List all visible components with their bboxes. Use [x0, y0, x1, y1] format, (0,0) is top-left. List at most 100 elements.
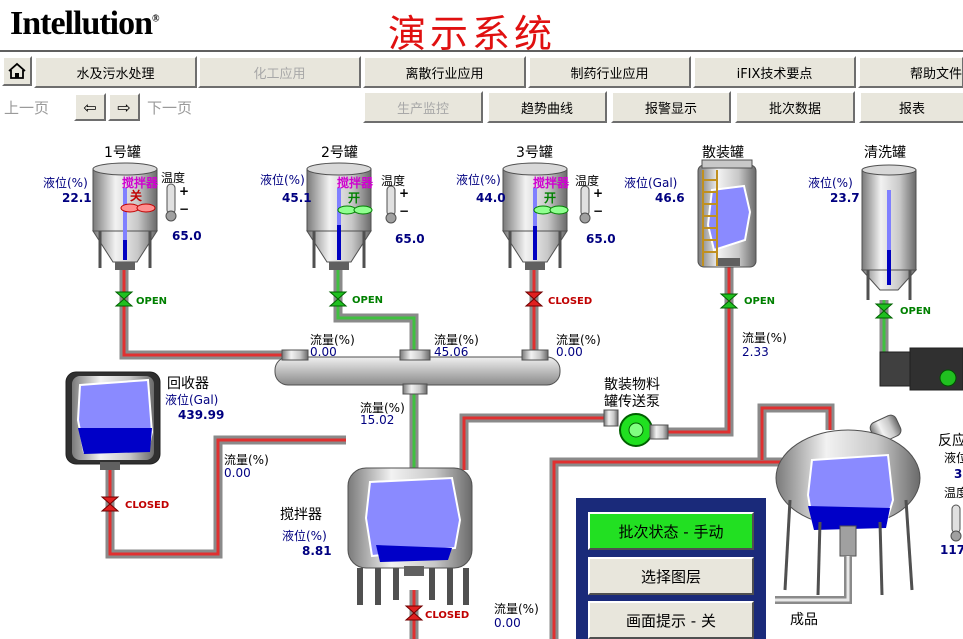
menu-chemical[interactable]: 化工应用 — [198, 56, 361, 88]
prev-page-label[interactable]: 上一页 — [4, 99, 50, 117]
flow-2-value: 45.06 — [434, 345, 469, 359]
tank-3-name: 3号罐 — [516, 145, 553, 161]
tab-report[interactable]: 报表 — [859, 91, 963, 123]
bulk-tank-level-value: 46.6 — [655, 191, 685, 205]
svg-text:−: − — [399, 204, 409, 218]
tank-1-temp-label: 温度 — [161, 171, 186, 185]
flow-7-label: 流量(%) — [494, 602, 539, 616]
thermometer-icon-3: + − — [579, 185, 603, 224]
flow-7-value: 0.00 — [494, 616, 521, 630]
tank-2-valve-status: OPEN — [352, 295, 384, 306]
page-title: 演示系统 — [388, 12, 557, 56]
mixer-vessel — [347, 467, 473, 605]
reactor-level-label: 液位 — [944, 451, 963, 465]
recycler-name: 回收器 — [167, 376, 209, 392]
tank-1-level-value: 22.1 — [62, 191, 92, 205]
tank-2 — [306, 162, 372, 270]
tab-trend[interactable]: 趋势曲线 — [487, 91, 607, 123]
tab-alarm[interactable]: 报警显示 — [611, 91, 731, 123]
svg-text:−: − — [593, 204, 603, 218]
mixer-paddle-icon-1 — [120, 203, 156, 213]
flow-6-value: 0.00 — [224, 466, 251, 480]
tank-3-temp-label: 温度 — [575, 174, 600, 188]
wash-tank-level-value: 23.7 — [830, 191, 860, 205]
wash-tank-level-label: 液位(%) — [808, 176, 853, 190]
valve-tank-2 — [328, 291, 348, 307]
tank-1-mixer-state[interactable]: 关 — [130, 189, 143, 203]
wash-tank — [860, 164, 918, 300]
tank-1-name: 1号罐 — [104, 145, 141, 161]
mixer-level-value: 8.81 — [302, 544, 332, 558]
left-arrow-icon: ⇦ — [83, 97, 97, 117]
tank-1-temp-value: 65.0 — [172, 229, 202, 243]
mixer-paddle-icon-3 — [533, 205, 569, 215]
flow-2-label: 流量(%) — [434, 333, 479, 347]
menu-discrete[interactable]: 离散行业应用 — [363, 56, 526, 88]
reactor-temp-value: 117. — [940, 543, 963, 557]
tank-1-mixer-label[interactable]: 搅拌器 — [122, 176, 159, 190]
tank-3 — [502, 162, 568, 270]
tab-production-monitor[interactable]: 生产监控 — [363, 91, 483, 123]
thermometer-icon-1: + − — [165, 183, 189, 222]
tank-3-level-value: 44.0 — [476, 191, 506, 205]
tank-2-mixer-state[interactable]: 开 — [348, 191, 361, 205]
svg-text:+: + — [593, 186, 603, 200]
select-layer-button[interactable]: 选择图层 — [588, 557, 754, 595]
reactor-level-value: 3 — [954, 467, 963, 481]
prev-page-button[interactable]: ⇦ — [74, 93, 106, 121]
next-page-button[interactable]: ⇨ — [108, 93, 140, 121]
menu-pharma[interactable]: 制药行业应用 — [528, 56, 691, 88]
tank-2-mixer-label[interactable]: 搅拌器 — [337, 176, 374, 190]
intellution-logo: Intellution® — [10, 5, 160, 42]
control-panel: 批次状态 - 手动 选择图层 画面提示 - 关 — [576, 498, 766, 639]
home-button[interactable] — [2, 56, 32, 86]
manifold-pipe — [274, 356, 561, 386]
wash-tank-name: 清洗罐 — [864, 145, 906, 161]
bulk-tank — [697, 159, 757, 268]
valve-tank-3 — [524, 291, 544, 307]
wash-tank-valve-status: OPEN — [900, 306, 932, 317]
valve-wash — [874, 303, 894, 319]
tank-1-level-label: 液位(%) — [43, 176, 88, 190]
transfer-pump-icon — [603, 409, 669, 447]
flow-3-label: 流量(%) — [556, 333, 601, 347]
valve-recycler — [100, 496, 120, 512]
tab-batch-data[interactable]: 批次数据 — [735, 91, 855, 123]
bulk-tank-valve-status: OPEN — [744, 296, 776, 307]
mixer-valve-status: CLOSED — [425, 610, 470, 621]
reactor-name: 反应 — [938, 433, 963, 449]
tank-3-level-label: 液位(%) — [456, 173, 501, 187]
batch-status-button[interactable]: 批次状态 - 手动 — [588, 512, 754, 550]
tank-3-temp-value: 65.0 — [586, 232, 616, 246]
thermometer-icon-2: + − — [385, 185, 409, 224]
screen-tip-button[interactable]: 画面提示 - 关 — [588, 601, 754, 639]
tank-2-level-label: 液位(%) — [260, 173, 305, 187]
header-divider — [0, 50, 963, 52]
svg-text:+: + — [179, 184, 189, 198]
valve-bulk — [719, 293, 739, 309]
right-arrow-icon: ⇨ — [117, 97, 131, 117]
valve-tank-1 — [114, 291, 134, 307]
menu-ifix[interactable]: iFIX技术要点 — [693, 56, 856, 88]
motor-icon — [879, 347, 963, 391]
mixer-level-label: 液位(%) — [282, 529, 327, 543]
bulk-tank-name: 散装罐 — [702, 145, 744, 161]
tank-3-mixer-label[interactable]: 搅拌器 — [533, 176, 570, 190]
pump-label-line2: 罐传送泵 — [604, 394, 660, 410]
tank-2-level-value: 45.1 — [282, 191, 312, 205]
tank-1 — [92, 162, 158, 270]
svg-text:+: + — [399, 186, 409, 200]
menu-water-treatment[interactable]: 水及污水处理 — [34, 56, 197, 88]
product-label: 成品 — [790, 612, 818, 628]
recycler-tank — [65, 371, 161, 470]
bulk-tank-level-label: 液位(Gal) — [624, 176, 678, 190]
svg-text:−: − — [179, 202, 189, 216]
reactor-temp-label: 温度 — [944, 486, 963, 500]
thermometer-icon-reactor — [950, 504, 962, 542]
home-icon — [8, 62, 26, 79]
tank-3-mixer-state[interactable]: 开 — [544, 191, 557, 205]
tank-2-temp-label: 温度 — [381, 174, 406, 188]
next-page-label[interactable]: 下一页 — [147, 99, 193, 117]
